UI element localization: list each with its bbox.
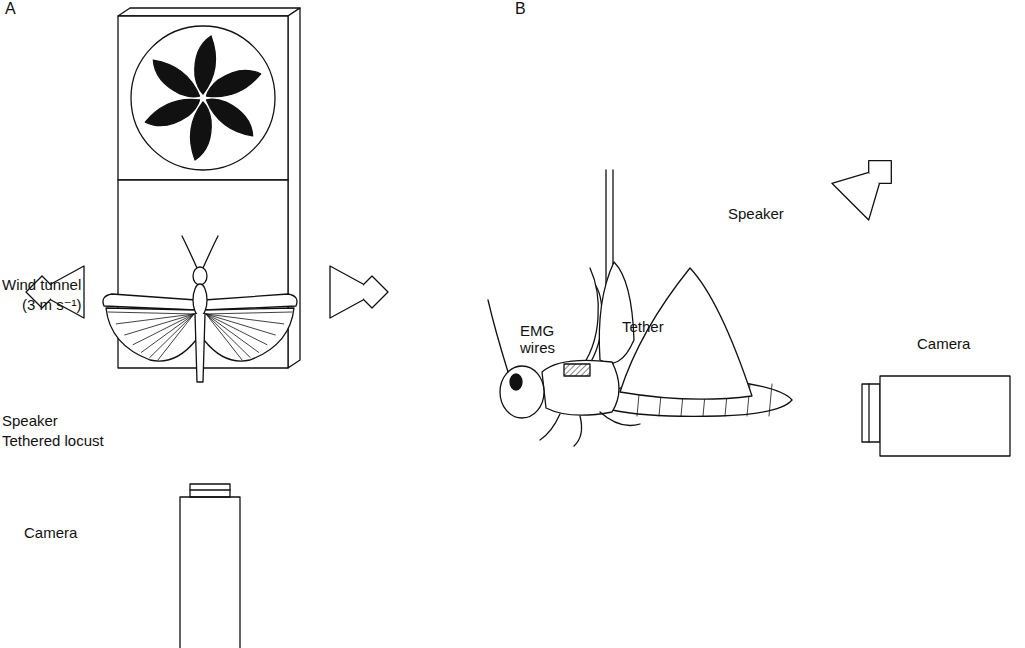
camera	[862, 376, 1010, 456]
part-label: Wind tunnel	[2, 276, 81, 293]
part-label: Tether	[622, 318, 664, 335]
speaker-symbol	[330, 266, 388, 318]
locust-side-view	[488, 262, 792, 446]
locust-top-view	[103, 236, 297, 382]
part-label: Speaker	[2, 412, 58, 429]
emg-wires	[578, 268, 602, 372]
speaker-symbol	[832, 142, 910, 220]
part-label: (3 m s⁻¹)	[22, 296, 82, 313]
panel-letter: B	[515, 0, 526, 17]
part-label: EMG wires	[520, 322, 580, 356]
part-label: Speaker	[728, 205, 784, 222]
part-label: Camera	[917, 335, 970, 352]
part-label: Camera	[24, 524, 77, 541]
part-label: Tethered locust	[2, 432, 104, 449]
panel-letter: A	[5, 0, 16, 17]
fan-blades	[143, 36, 263, 160]
camera	[180, 484, 240, 648]
